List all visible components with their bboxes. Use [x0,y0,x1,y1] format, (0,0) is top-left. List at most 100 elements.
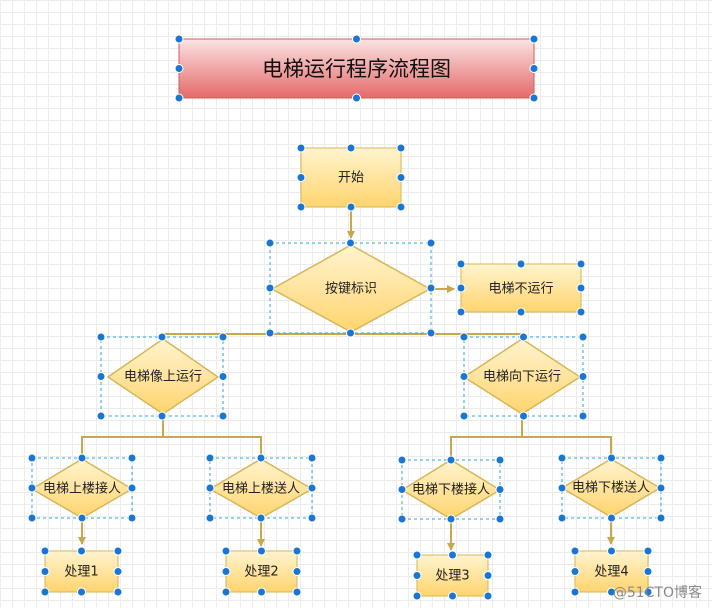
resize-handle-ne[interactable] [426,238,436,248]
resize-handle-se[interactable] [495,514,505,524]
resize-handle-ne[interactable] [113,546,123,556]
resize-handle-n[interactable] [352,34,361,44]
resize-handle-ne[interactable] [578,332,588,342]
resize-handle-n[interactable] [346,238,355,248]
resize-handle-s[interactable] [77,513,87,523]
resize-handle-e[interactable] [426,283,436,293]
resize-handle-w[interactable] [296,173,306,182]
resize-handle-e[interactable] [483,571,493,580]
resize-handle-ne[interactable] [576,259,586,269]
resize-handle-nw[interactable] [570,546,580,556]
resize-handle-se[interactable] [292,587,302,597]
resize-handle-se[interactable] [529,93,539,103]
resize-handle-e[interactable] [576,283,586,293]
resize-handle-sw[interactable] [397,514,407,524]
resize-handle-w[interactable] [40,567,50,576]
resize-handle-e[interactable] [113,567,123,576]
decision-up[interactable]: 电梯像上运行 [106,338,220,415]
resize-handle-n[interactable] [519,332,528,342]
resize-handle-sw[interactable] [174,93,184,103]
resize-handle-n[interactable] [77,546,86,556]
resize-handle-s[interactable] [607,513,616,523]
resize-handle-ne[interactable] [127,453,137,463]
resize-handle-sw[interactable] [205,513,215,523]
process-2[interactable]: 处理2 [225,550,298,593]
resize-handle-w[interactable] [27,483,37,493]
resize-handle-e[interactable] [396,173,406,182]
resize-handle-ne[interactable] [529,34,539,44]
resize-handle-w[interactable] [557,483,567,493]
resize-handle-s[interactable] [516,307,526,317]
resize-handle-n[interactable] [607,453,616,463]
resize-handle-s[interactable] [157,411,167,421]
resize-handle-nw[interactable] [205,453,215,463]
resize-handle-s[interactable] [346,202,356,212]
resize-handle-se[interactable] [307,513,317,523]
resize-handle-ne[interactable] [307,453,317,463]
resize-handle-nw[interactable] [412,550,422,560]
decision-key-check[interactable]: 按键标识 [270,244,432,333]
resize-handle-s[interactable] [346,328,355,338]
resize-handle-sw[interactable] [40,587,50,597]
resize-handle-nw[interactable] [40,546,50,556]
not-running-node[interactable]: 电梯不运行 [460,263,582,313]
resize-handle-sw[interactable] [456,307,466,317]
resize-handle-sw[interactable] [557,513,567,523]
resize-handle-s[interactable] [446,514,456,524]
resize-handle-n[interactable] [77,453,87,463]
resize-handle-ne[interactable] [292,546,302,556]
resize-handle-nw[interactable] [296,143,306,153]
resize-handle-s[interactable] [352,93,361,103]
resize-handle-n[interactable] [516,259,526,269]
resize-handle-ne[interactable] [218,332,228,342]
resize-handle-e[interactable] [578,372,588,381]
decision-down[interactable]: 电梯向下运行 [462,338,582,415]
resize-handle-nw[interactable] [397,455,407,465]
resize-handle-n[interactable] [256,453,266,463]
resize-handle-n[interactable] [157,332,167,342]
resize-handle-se[interactable] [483,591,493,601]
process-4[interactable]: 处理4 [574,550,649,593]
resize-handle-nw[interactable] [221,546,231,556]
resize-handle-s[interactable] [257,587,266,597]
decision-down-deliver[interactable]: 电梯下楼送人 [560,458,662,518]
resize-handle-n[interactable] [257,546,266,556]
resize-handle-nw[interactable] [27,453,37,463]
resize-handle-sw[interactable] [221,587,231,597]
resize-handle-ne[interactable] [656,453,666,463]
resize-handle-n[interactable] [346,143,356,153]
title-box[interactable]: 电梯运行程序流程图 [178,38,535,99]
resize-handle-s[interactable] [448,591,457,601]
resize-handle-e[interactable] [307,483,317,493]
resize-handle-w[interactable] [456,283,466,293]
resize-handle-e[interactable] [218,372,228,381]
resize-handle-nw[interactable] [456,259,466,269]
resize-handle-s[interactable] [77,587,86,597]
resize-handle-w[interactable] [221,567,231,576]
resize-handle-nw[interactable] [459,332,469,342]
resize-handle-nw[interactable] [557,453,567,463]
resize-handle-nw[interactable] [96,332,106,342]
resize-handle-se[interactable] [396,202,406,212]
resize-handle-s[interactable] [607,587,616,597]
resize-handle-ne[interactable] [643,546,653,556]
resize-handle-se[interactable] [127,513,137,523]
resize-handle-w[interactable] [174,64,184,73]
resize-handle-w[interactable] [397,485,407,494]
resize-handle-ne[interactable] [396,143,406,153]
resize-handle-w[interactable] [205,483,215,493]
resize-handle-w[interactable] [412,571,422,580]
resize-handle-nw[interactable] [174,34,184,44]
resize-handle-s[interactable] [256,513,266,523]
start-node[interactable]: 开始 [300,147,402,208]
decision-up-deliver[interactable]: 电梯上楼送人 [208,458,314,519]
resize-handle-e[interactable] [292,567,302,576]
resize-handle-w[interactable] [96,372,106,381]
resize-handle-e[interactable] [643,567,653,576]
resize-handle-e[interactable] [656,483,666,493]
resize-handle-sw[interactable] [459,411,469,421]
resize-handle-sw[interactable] [412,591,422,601]
resize-handle-w[interactable] [570,567,580,576]
resize-handle-sw[interactable] [570,587,580,597]
resize-handle-ne[interactable] [483,550,493,560]
